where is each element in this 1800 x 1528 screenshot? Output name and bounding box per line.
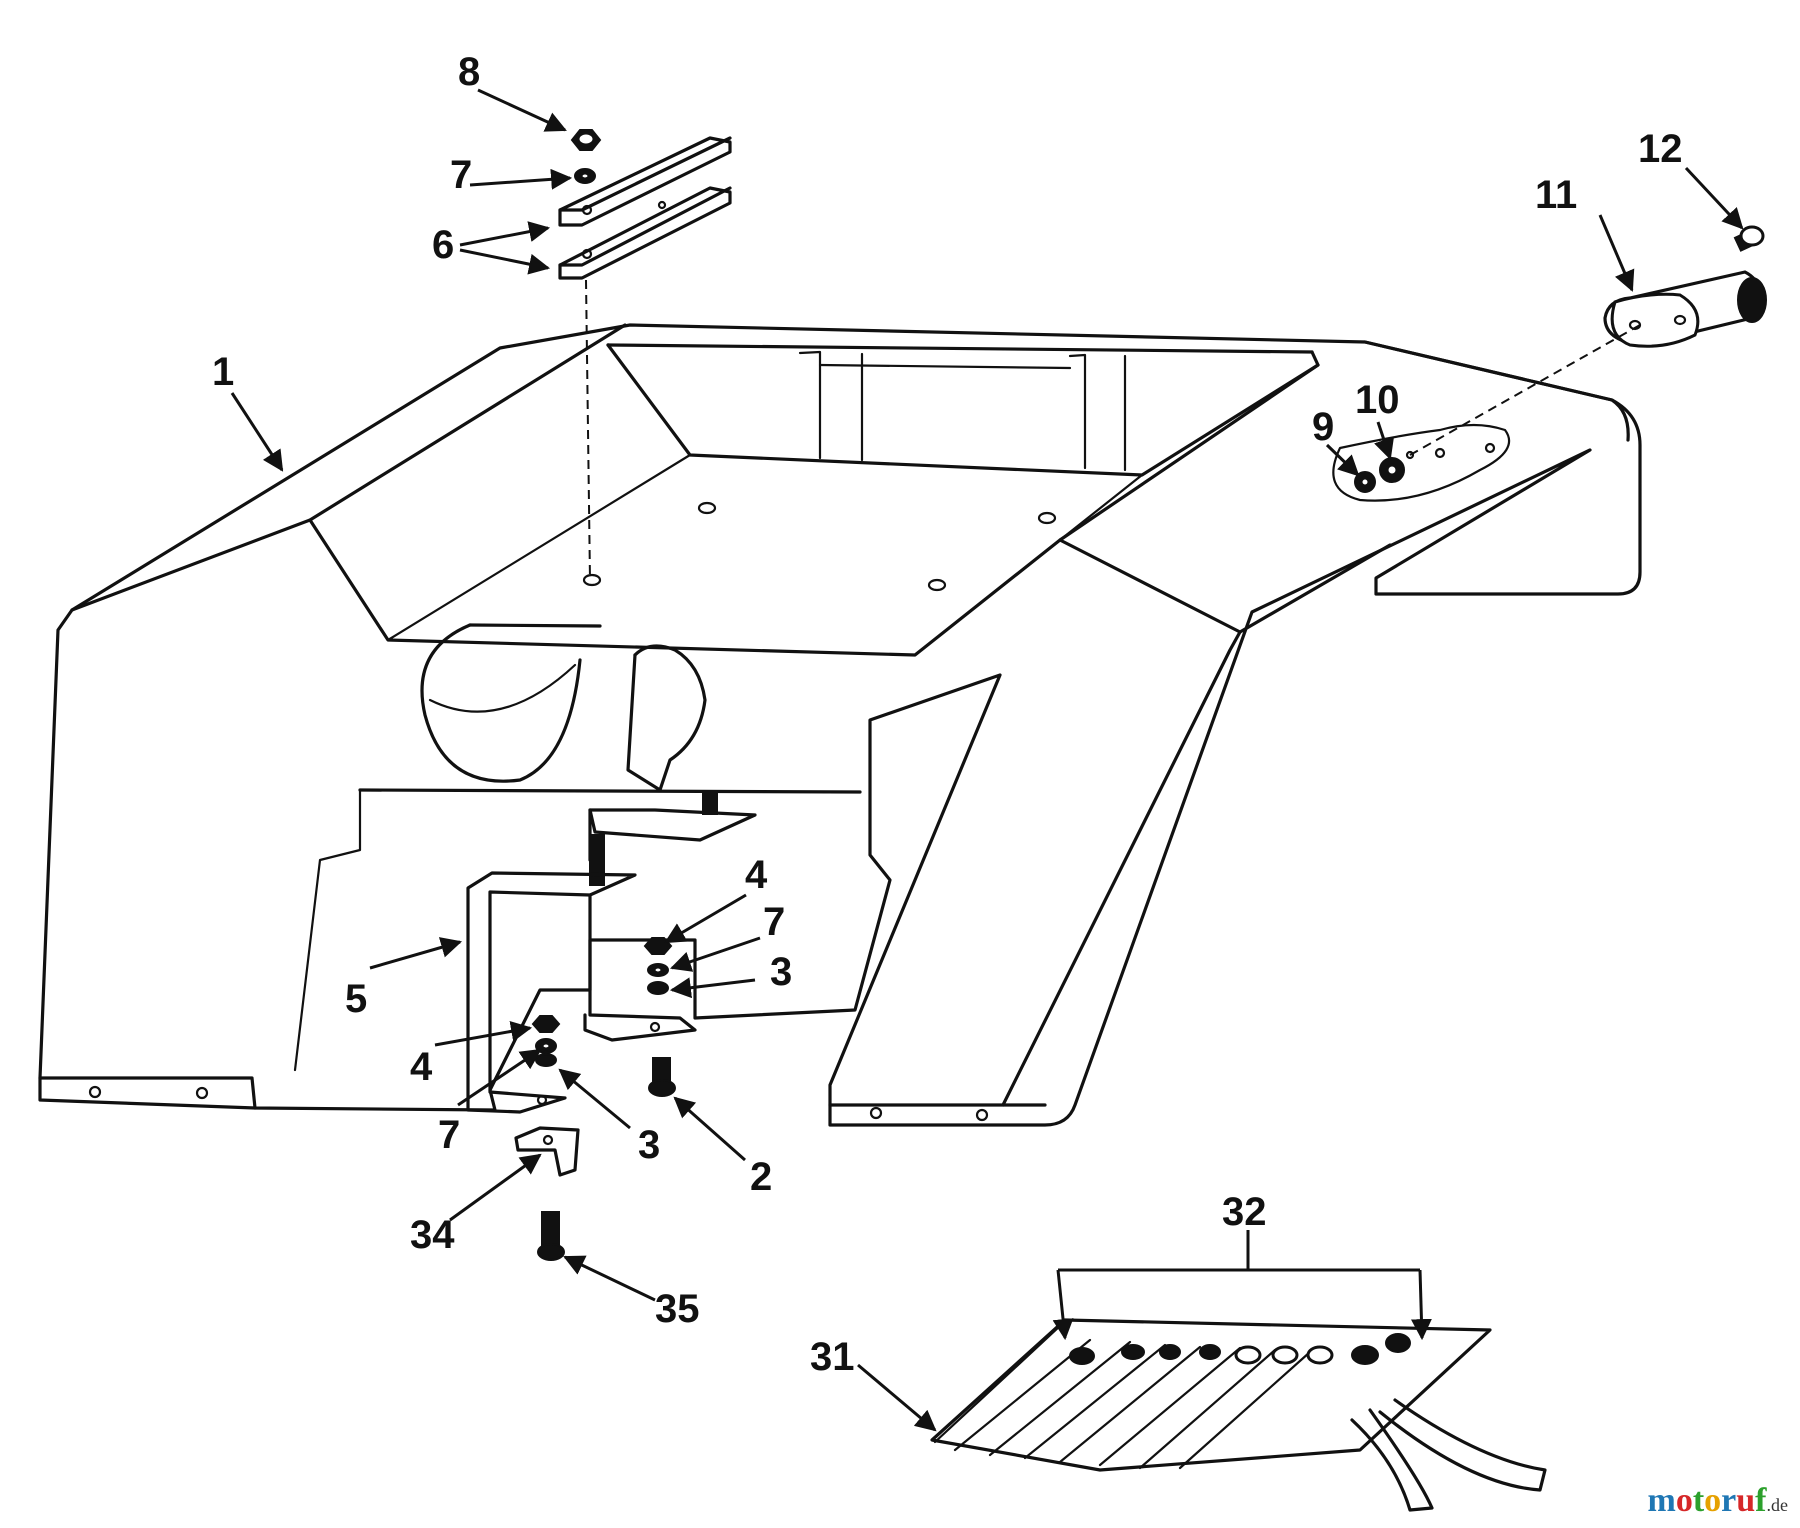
watermark-letter: t (1692, 1482, 1705, 1519)
callout-7: 7 (438, 1113, 460, 1157)
tool-kit (930, 1318, 1547, 1512)
callout-32: 32 (1222, 1190, 1267, 1234)
watermark-letter: o (1675, 1482, 1693, 1519)
callout-34: 34 (410, 1213, 455, 1257)
callout-5: 5 (345, 977, 367, 1021)
callout-4: 4 (745, 853, 768, 897)
watermark-letter: f (1755, 1482, 1767, 1519)
support-brackets (466, 791, 757, 1261)
callout-3: 3 (770, 950, 792, 994)
callout-3: 3 (638, 1123, 660, 1167)
watermark-letter: r (1721, 1482, 1737, 1519)
watermark-letter: u (1736, 1482, 1756, 1519)
callout-4: 4 (410, 1045, 433, 1089)
watermark-suffix: .de (1766, 1495, 1789, 1515)
callout-9: 9 (1312, 405, 1334, 449)
leader-lines (230, 88, 1744, 1432)
light-axis (1409, 324, 1641, 456)
bracket-axis (585, 279, 591, 581)
callout-7: 7 (450, 153, 472, 197)
seat-brackets (558, 129, 732, 280)
callout-6: 6 (432, 223, 454, 267)
callout-2: 2 (750, 1155, 772, 1199)
callout-12: 12 (1638, 127, 1683, 171)
callout-35: 35 (655, 1287, 700, 1331)
callout-labels: 1 2 3 3 4 4 5 6 7 7 7 8 9 10 11 12 31 32… (212, 50, 1683, 1379)
watermark-letter: o (1704, 1482, 1722, 1519)
watermark-logo: motoruf.de (1648, 1482, 1789, 1520)
light-bolt (1733, 225, 1765, 252)
callout-1: 1 (212, 350, 234, 394)
callout-10: 10 (1355, 378, 1400, 422)
watermark-letters: motoruf (1648, 1482, 1767, 1520)
callout-11: 11 (1535, 173, 1577, 217)
callout-31: 31 (810, 1335, 855, 1379)
fender-assembly (38, 323, 1642, 1127)
light-mount-patch (1332, 423, 1511, 502)
watermark-letter: m (1647, 1482, 1676, 1519)
callout-8: 8 (458, 50, 480, 94)
tail-light (1603, 270, 1767, 348)
callout-7: 7 (763, 900, 785, 944)
